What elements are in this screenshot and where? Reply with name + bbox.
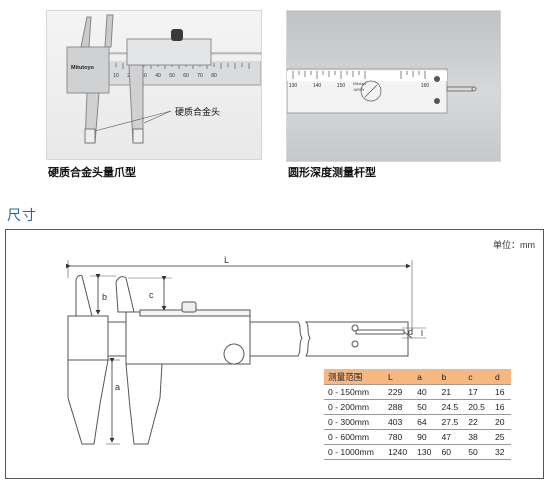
dimension-table: 测量范围 L a b c d 0 - 150mm 229 40 21 17 16… (324, 369, 511, 460)
scale-number: 30 (141, 73, 147, 79)
scale-number: 50 (169, 73, 175, 79)
table-cell: 780 (384, 429, 414, 445)
table-cell: 21 (437, 384, 465, 400)
rod-scale-number: 160 (421, 83, 430, 89)
dimension-c-label: c (149, 290, 154, 300)
brand-label: Mitutoyo (71, 65, 95, 71)
dimension-d-label: d (408, 327, 413, 337)
table-cell: 64 (413, 414, 438, 430)
round-depth-rod-photo: 130 140 150 160 Mitutoyo JAPAN (286, 10, 501, 162)
table-cell: 17 (464, 384, 491, 400)
table-cell: 288 (384, 399, 414, 415)
dimension-diagram: 单位：mm (5, 229, 544, 479)
table-row: 0 - 1000mm 1240 130 60 50 32 (324, 444, 511, 460)
table-cell: 1240 (384, 444, 414, 460)
carbide-jaw-caliper-photo: 10 20 30 40 50 60 70 80 Mitutoyo 硬质合金头 (46, 10, 262, 160)
rod-scale-number: 150 (337, 83, 346, 89)
table-cell: 16 (490, 399, 511, 415)
caliper-dimension-drawing: L b c a d (66, 255, 426, 445)
table-cell: 22 (464, 414, 491, 430)
table-cell: 40 (413, 384, 438, 400)
carbide-jaw-caliper-illustration: 10 20 30 40 50 60 70 80 Mitutoyo 硬质合金头 (66, 14, 261, 144)
table-row: 0 - 150mm 229 40 21 17 16 (324, 384, 511, 400)
carbide-tip-callout: 硬质合金头 (175, 106, 220, 117)
round-depth-rod-illustration: 130 140 150 160 Mitutoyo JAPAN (287, 68, 477, 114)
scale-number: 80 (211, 73, 217, 79)
table-cell: 403 (384, 414, 414, 430)
unit-label: 单位：mm (493, 240, 535, 250)
table-row: 0 - 300mm 403 64 27.5 22 20 (324, 414, 511, 430)
brand-label: Mitutoyo (353, 82, 366, 86)
table-row: 0 - 600mm 780 90 47 38 25 (324, 429, 511, 445)
table-header-cell: d (490, 369, 511, 385)
table-cell: 47 (437, 429, 465, 445)
table-cell: 50 (464, 444, 491, 460)
table-cell: 16 (490, 384, 511, 400)
table-header-cell: b (437, 369, 465, 385)
table-cell: 0 - 200mm (324, 399, 384, 415)
table-cell: 32 (490, 444, 511, 460)
table-header-cell: c (464, 369, 491, 385)
scale-number: 60 (183, 73, 189, 79)
table-cell: 50 (413, 399, 438, 415)
photo-caption-left: 硬质合金头量爪型 (48, 167, 136, 179)
table-cell: 0 - 1000mm (324, 444, 384, 460)
table-cell: 27.5 (437, 414, 465, 430)
photo-caption-right: 圆形深度测量杆型 (288, 167, 376, 179)
table-row: 0 - 200mm 288 50 24.5 20.5 16 (324, 399, 511, 415)
table-cell: 60 (437, 444, 465, 460)
dimensions-title: 尺寸 (7, 207, 37, 223)
table-cell: 24.5 (437, 399, 465, 415)
table-cell: 20.5 (464, 399, 491, 415)
table-cell: 25 (490, 429, 511, 445)
dimension-b-label: b (102, 292, 107, 302)
rod-scale-number: 140 (313, 83, 322, 89)
table-cell: 38 (464, 429, 491, 445)
table-header-row: 测量范围 L a b c d (324, 369, 511, 385)
table-header-cell: 测量范围 (324, 369, 384, 385)
dimension-a-label: a (115, 382, 120, 392)
table-cell: 229 (384, 384, 414, 400)
scale-number: 10 (113, 73, 119, 79)
table-header-cell: a (413, 369, 438, 385)
dimension-L-label: L (224, 255, 229, 265)
scale-number: 70 (197, 73, 203, 79)
rod-scale-number: 130 (289, 83, 298, 89)
table-cell: 90 (413, 429, 438, 445)
table-cell: 0 - 150mm (324, 384, 384, 400)
scale-number: 40 (155, 73, 161, 79)
table-cell: 130 (413, 444, 438, 460)
table-header-cell: L (384, 369, 414, 385)
table-cell: 0 - 300mm (324, 414, 384, 430)
origin-label: JAPAN (353, 88, 364, 92)
table-cell: 20 (490, 414, 511, 430)
table-cell: 0 - 600mm (324, 429, 384, 445)
